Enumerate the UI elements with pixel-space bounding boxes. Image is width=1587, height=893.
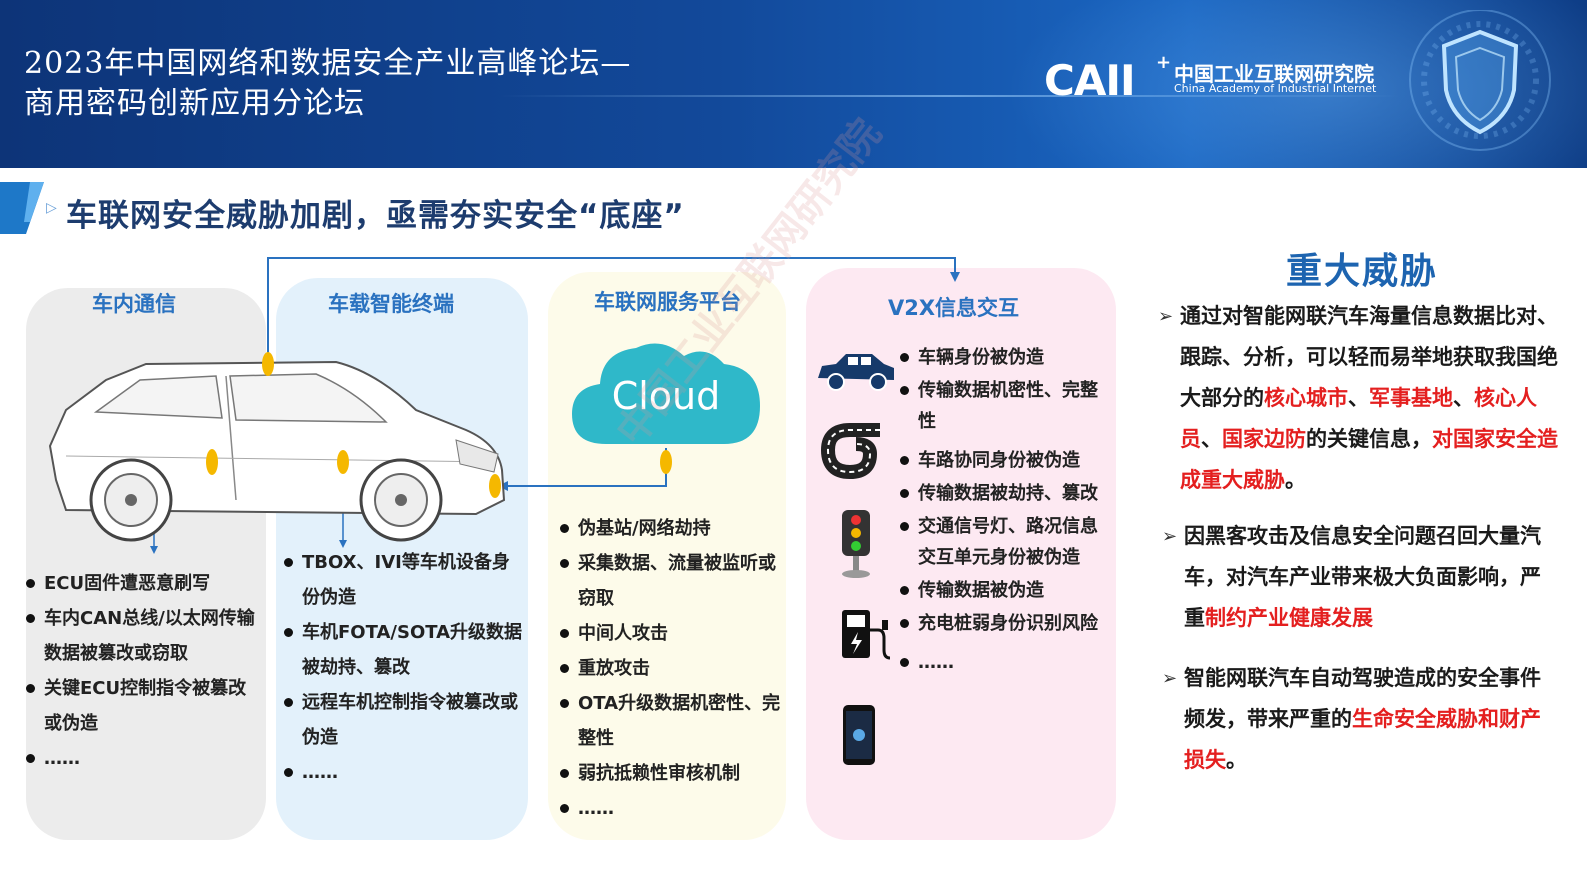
roof-marker <box>262 352 274 376</box>
page-title: 2023年中国网络和数据安全产业高峰论坛— 商用密码创新应用分论坛 <box>24 44 631 124</box>
phone-icon <box>842 704 876 766</box>
threat-paragraph-3: ➢ 智能网联汽车自动驾驶造成的安全事件频发，带来严重的生命安全威胁和财产损失。 <box>1162 658 1560 781</box>
charger-icon <box>838 606 894 664</box>
title-line-1: 2023年中国网络和数据安全产业高峰论坛— <box>24 46 632 81</box>
list-item: 车内CAN总线/以太网传输数据被篡改或窃取 <box>26 601 262 671</box>
v2x-car-icon <box>814 348 898 392</box>
threat-highlight: 军事基地 <box>1369 386 1453 410</box>
list-item: 中间人攻击 <box>560 616 782 651</box>
threat-highlight: 生命安全威胁和财产损失 <box>1184 707 1541 772</box>
threat-highlight: 核心城市 <box>1264 386 1348 410</box>
list-item: …… <box>900 647 1114 678</box>
list-item: 交通信号灯、路况信息交互单元身份被伪造 <box>900 511 1104 573</box>
list-item: 远程车机控制指令被篡改或伪造 <box>284 685 524 755</box>
list-item: 车机FOTA/SOTA升级数据被劫持、篡改 <box>284 615 524 685</box>
list-item: …… <box>284 755 524 790</box>
list-item: 采集数据、流量被监听或窃取 <box>560 546 782 616</box>
list-item: …… <box>26 741 262 776</box>
threat-text: 、 <box>1201 427 1222 451</box>
car-icon <box>48 360 506 542</box>
cloud-marker <box>660 450 672 474</box>
title-line-2: 商用密码创新应用分论坛 <box>24 86 365 121</box>
threat-highlight: 国家边防 <box>1222 427 1306 451</box>
list-item: 传输数据机密性、完整性 <box>900 375 1114 437</box>
list-item: 传输数据被伪造 <box>900 575 1114 606</box>
threat-paragraph-1: ➢ 通过对智能网联汽车海量信息数据比对、跟踪、分析，可以轻而易举地获取我国绝大部… <box>1158 296 1562 501</box>
list-item: 充电桩弱身份识别风险 <box>900 608 1114 639</box>
front-door-marker <box>337 450 349 474</box>
threat-text: 因黑客攻击及信息安全问题召回大量汽车，对汽车产业带来极大负面影响，严重 <box>1184 524 1541 630</box>
arrow-icon: ➢ <box>1158 306 1174 327</box>
logo-text: CAII <box>1044 56 1136 105</box>
threat-text: 通过对智能网联汽车海量信息数据比对、跟踪、分析，可以轻而易举地获取我国绝大部分的 <box>1180 304 1558 410</box>
arrow-icon: ➢ <box>1162 668 1178 689</box>
panel-title-terminal: 车载智能终端 <box>328 292 454 316</box>
header-banner: 2023年中国网络和数据安全产业高峰论坛— 商用密码创新应用分论坛 CAII +… <box>0 0 1587 168</box>
threat-text: 智能网联汽车自动驾驶造成的安全事件频发，带来严重的 <box>1184 666 1541 731</box>
rear-door-marker <box>206 449 218 475</box>
arrow-icon: ➢ <box>1162 526 1178 547</box>
logo-plus: + <box>1156 52 1172 73</box>
threat-text: 。 <box>1285 468 1306 492</box>
panel-title-in-vehicle: 车内通信 <box>92 292 176 316</box>
threat-text: 。 <box>1226 748 1247 772</box>
threat-text: 的关键信息， <box>1306 427 1432 451</box>
shield-icon <box>1400 10 1560 160</box>
list-item: 传输数据被劫持、篡改 <box>900 478 1114 509</box>
threat-text: 、 <box>1348 386 1369 410</box>
threat-highlight: 对国家安全造成重大威胁 <box>1180 427 1558 492</box>
list-item: 车路协同身份被伪造 <box>900 445 1114 476</box>
panel-title-platform: 车联网服务平台 <box>594 290 741 314</box>
list-item: 车辆身份被伪造 <box>900 342 1114 373</box>
cloud-label: Cloud <box>611 374 721 418</box>
list-item: 重放攻击 <box>560 651 782 686</box>
list-platform: 伪基站/网络劫持 采集数据、流量被监听或窃取 中间人攻击 重放攻击 OTA升级数… <box>560 511 782 826</box>
list-item: OTA升级数据机密性、完整性 <box>560 686 782 756</box>
panel-title-v2x: V2X信息交互 <box>888 296 1020 320</box>
cloud-icon: Cloud <box>566 334 766 454</box>
threat-highlight: 核心人员 <box>1180 386 1537 451</box>
section-chevron-icon: ▷ <box>46 200 57 216</box>
header-glow <box>980 0 1587 168</box>
list-item: …… <box>560 791 782 826</box>
list-terminal: TBOX、IVI等车机设备身份伪造 车机FOTA/SOTA升级数据被劫持、篡改 … <box>284 545 524 790</box>
list-in-vehicle: ECU固件遭恶意刷写 车内CAN总线/以太网传输数据被篡改或窃取 关键ECU控制… <box>26 566 262 776</box>
threat-highlight: 制约产业健康发展 <box>1205 606 1373 630</box>
caii-logo: CAII + 中国工业互联网研究院 China Academy of Indus… <box>1044 52 1376 105</box>
list-item: ECU固件遭恶意刷写 <box>26 566 262 601</box>
header-streak <box>500 95 1400 97</box>
list-item: TBOX、IVI等车机设备身份伪造 <box>284 545 524 615</box>
list-item: 关键ECU控制指令被篡改或伪造 <box>26 671 262 741</box>
section-title: 车联网安全威胁加剧，亟需夯实安全“底座” <box>66 198 685 234</box>
list-item: 伪基站/网络劫持 <box>560 511 782 546</box>
list-v2x: 车辆身份被伪造 传输数据机密性、完整性 车路协同身份被伪造 传输数据被劫持、篡改… <box>900 342 1114 680</box>
road-icon <box>820 420 890 480</box>
threat-paragraph-2: ➢ 因黑客攻击及信息安全问题召回大量汽车，对汽车产业带来极大负面影响，严重制约产… <box>1162 516 1560 639</box>
traffic-light-icon <box>836 508 876 580</box>
logo-chinese-name: 中国工业互联网研究院 <box>1174 62 1374 86</box>
threats-title: 重大威胁 <box>1286 251 1439 292</box>
logo-english-name: China Academy of Industrial Internet <box>1174 82 1377 95</box>
section-accent-bar <box>0 182 44 234</box>
list-item: 弱抗抵赖性审核机制 <box>560 756 782 791</box>
front-bumper-marker <box>489 474 501 498</box>
threat-text: 、 <box>1453 386 1474 410</box>
